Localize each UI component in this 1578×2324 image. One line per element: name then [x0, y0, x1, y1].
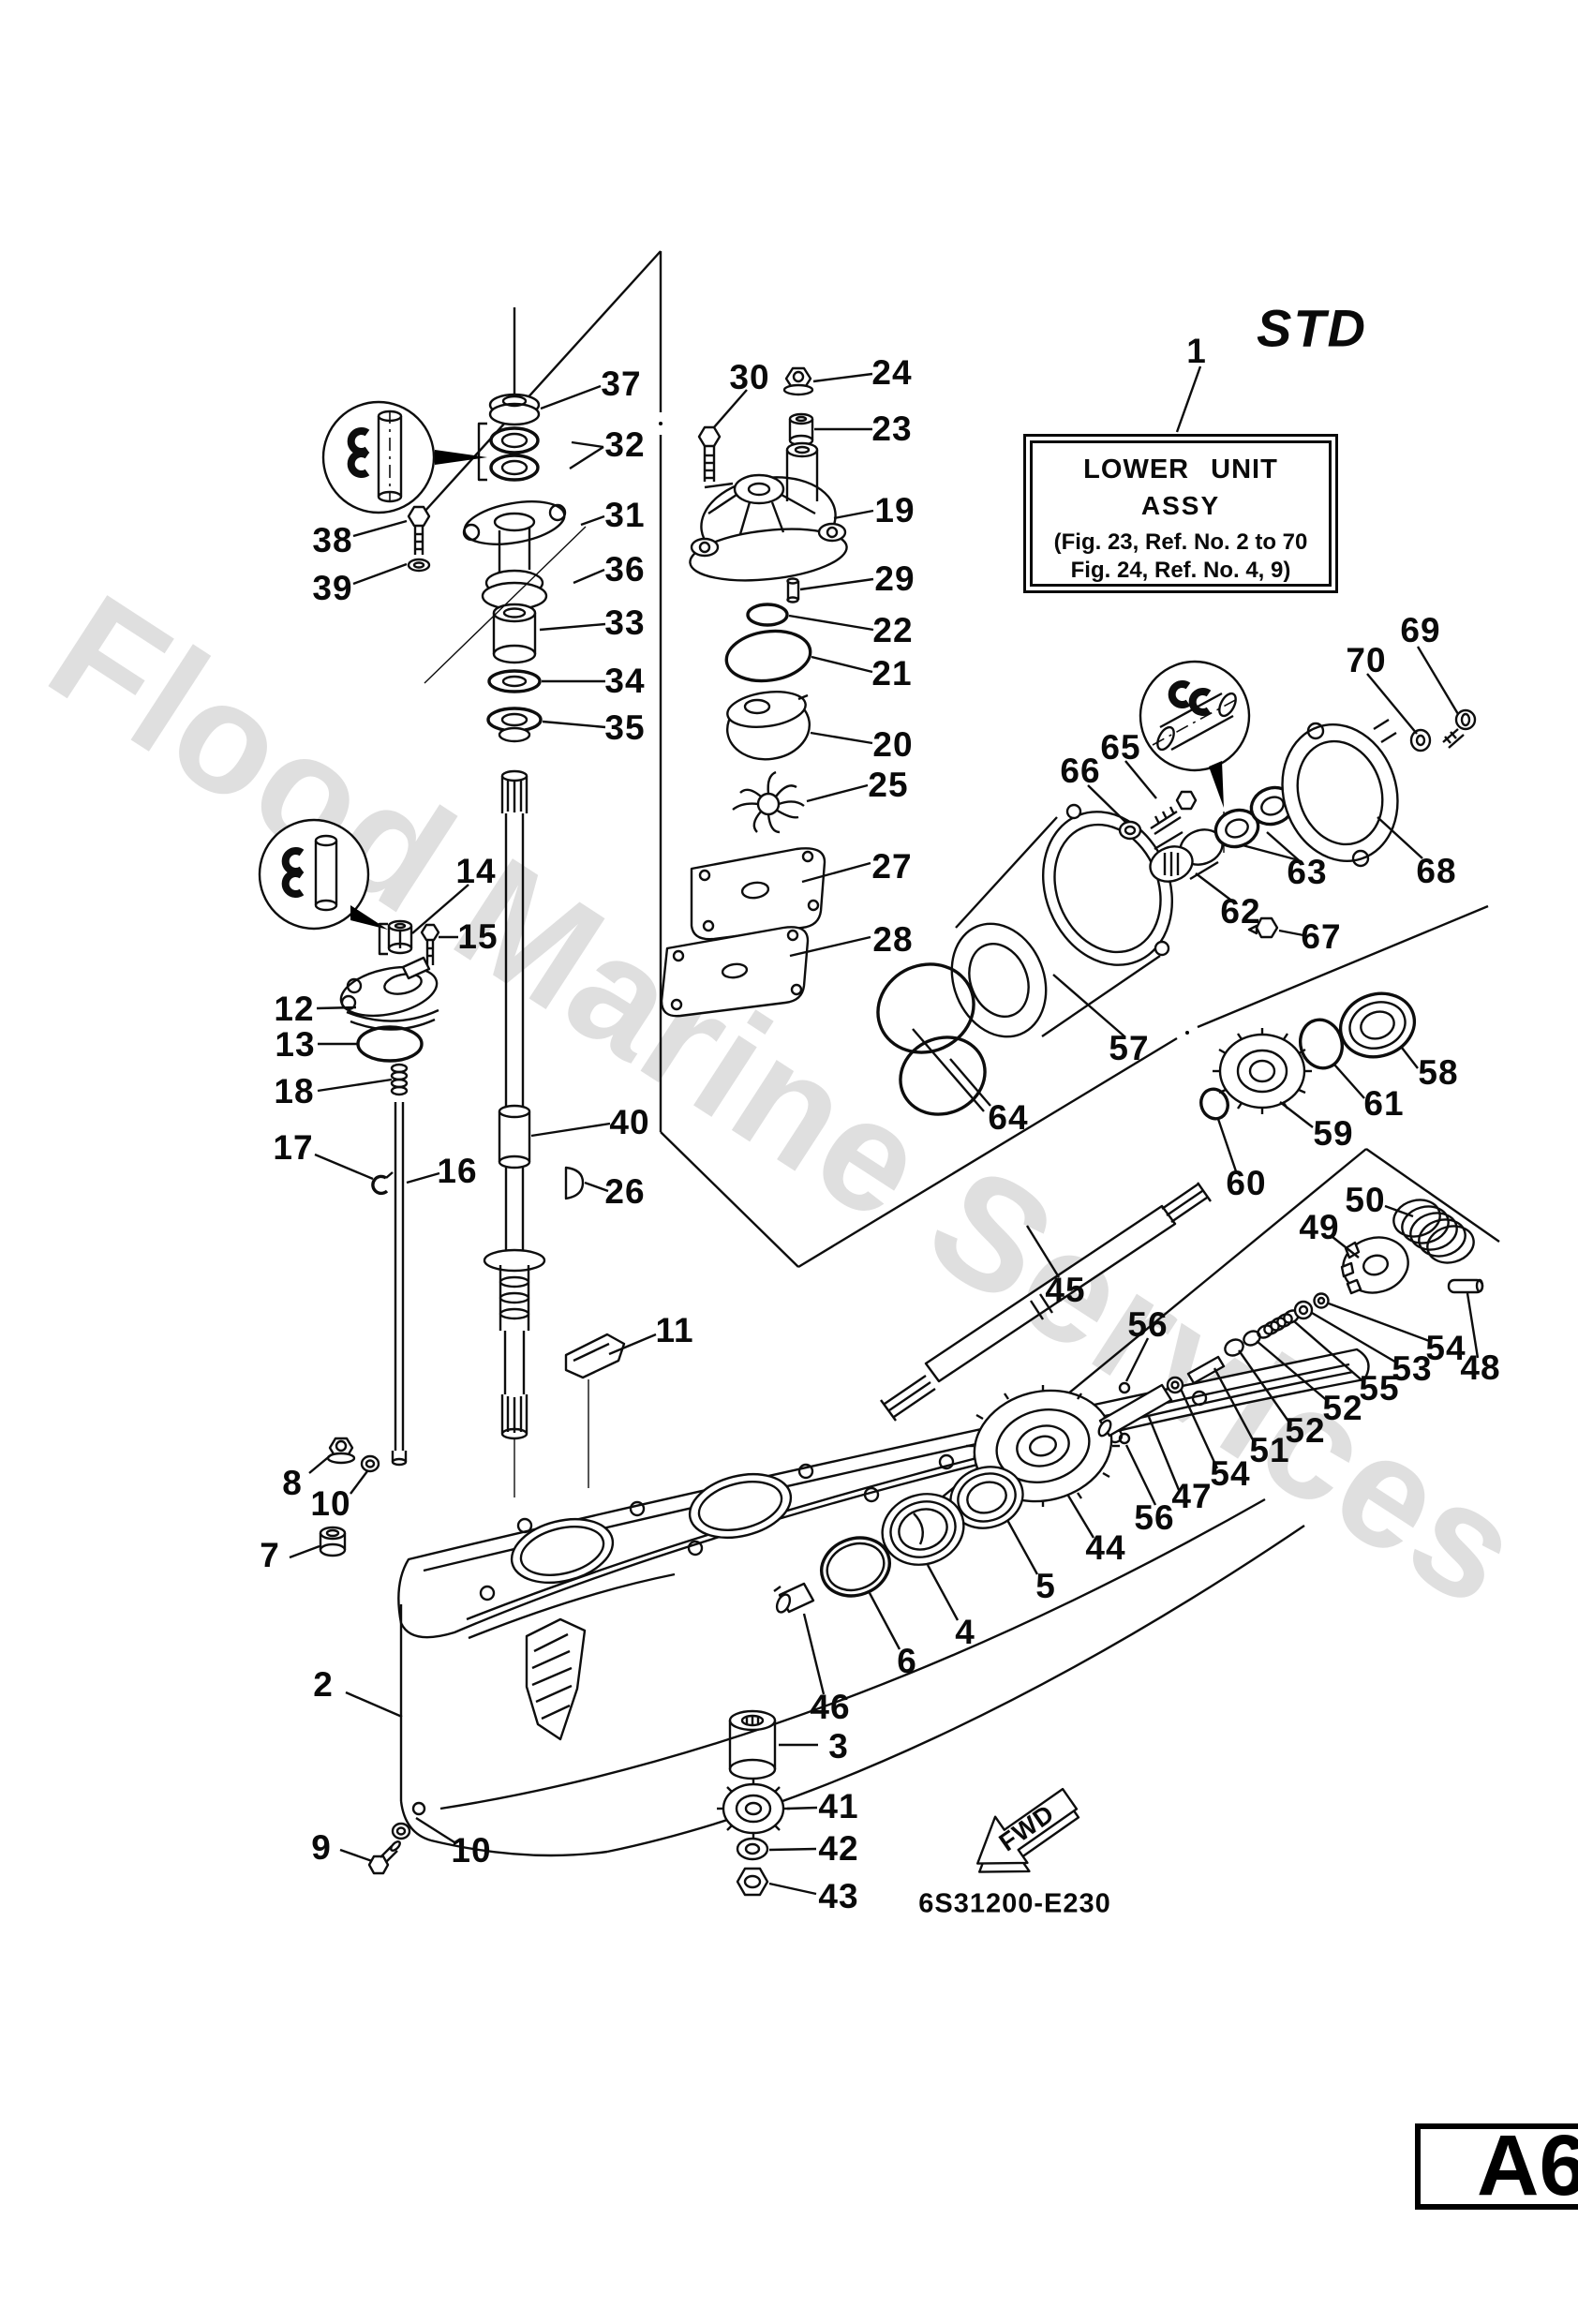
fwd-arrow: [976, 1787, 1080, 1873]
callout-47: 47: [1171, 1477, 1213, 1515]
lower-hardware: [319, 1333, 626, 1875]
callout-70: 70: [1346, 641, 1387, 679]
callout-2: 2: [313, 1665, 334, 1704]
callout-1: 1: [1186, 332, 1207, 370]
callout-25: 25: [868, 766, 909, 804]
leader-lines: [289, 365, 1480, 1896]
callout-38: 38: [312, 521, 353, 559]
callout-48: 48: [1460, 1348, 1501, 1387]
callout-56: 56: [1134, 1498, 1175, 1537]
callout-3: 3: [828, 1727, 849, 1765]
callout-31: 31: [604, 496, 646, 534]
callout-20: 20: [872, 725, 914, 764]
callout-12: 12: [274, 990, 315, 1028]
page-index-label: A6: [1477, 2118, 1578, 2213]
callout-54: 54: [1425, 1329, 1466, 1367]
assembly-reference-box-inner: LOWER UNIT ASSY (Fig. 23, Ref. No. 2 to …: [1030, 440, 1332, 587]
callout-27: 27: [871, 847, 913, 886]
callout-36: 36: [604, 550, 646, 588]
callout-53: 53: [1392, 1349, 1433, 1388]
callout-14: 14: [455, 852, 497, 890]
callout-18: 18: [274, 1072, 315, 1110]
callout-28: 28: [872, 920, 914, 959]
callout-26: 26: [604, 1172, 646, 1211]
callout-58: 58: [1418, 1053, 1459, 1092]
callout-65: 65: [1100, 728, 1141, 767]
variant-label: STD: [1257, 298, 1367, 358]
callout-49: 49: [1299, 1208, 1340, 1246]
callout-21: 21: [871, 654, 913, 693]
callout-69: 69: [1400, 611, 1441, 649]
callout-43: 43: [818, 1877, 859, 1915]
callout-67: 67: [1301, 917, 1342, 956]
callout-44: 44: [1085, 1528, 1126, 1567]
page-index-box: A6: [1415, 2123, 1578, 2210]
callout-45: 45: [1045, 1271, 1086, 1309]
magnifier-driveshaft-top: [321, 400, 487, 514]
callout-15: 15: [457, 917, 499, 956]
callout-7: 7: [260, 1536, 280, 1574]
callout-13: 13: [275, 1025, 316, 1064]
callout-68: 68: [1416, 852, 1457, 890]
driveshaft-column: [407, 307, 587, 1497]
callout-30: 30: [729, 358, 770, 396]
assembly-reference-box: LOWER UNIT ASSY (Fig. 23, Ref. No. 2 to …: [1023, 434, 1338, 593]
callout-29: 29: [874, 559, 916, 598]
callout-62: 62: [1220, 892, 1261, 931]
callout-40: 40: [609, 1103, 650, 1141]
callout-39: 39: [312, 569, 353, 607]
magnifier-bearing-carrier: [1139, 660, 1251, 853]
prop-shaft-group: [717, 991, 1417, 1897]
callout-19: 19: [874, 491, 916, 529]
callout-59: 59: [1313, 1114, 1354, 1153]
callout-37: 37: [601, 365, 642, 403]
diagram-code: 6S31200-E230: [918, 1888, 1111, 1919]
callout-23: 23: [871, 410, 913, 448]
assembly-title-line2: ASSY: [1140, 491, 1221, 520]
callout-64: 64: [988, 1098, 1029, 1137]
callout-8: 8: [282, 1464, 303, 1502]
callout-56: 56: [1127, 1305, 1169, 1344]
water-pump-group: [660, 366, 848, 1018]
callout-57: 57: [1109, 1029, 1150, 1067]
callout-17: 17: [273, 1128, 314, 1167]
callout-10: 10: [310, 1484, 351, 1523]
assembly-ref-line1: (Fig. 23, Ref. No. 2 to 70: [1053, 529, 1308, 555]
callout-61: 61: [1363, 1084, 1405, 1123]
callout-54: 54: [1210, 1454, 1251, 1493]
callout-51: 51: [1249, 1431, 1290, 1469]
callout-11: 11: [655, 1311, 694, 1349]
bearing-carrier-group: [876, 708, 1477, 1116]
callout-35: 35: [604, 708, 646, 747]
callout-55: 55: [1359, 1369, 1400, 1408]
callout-16: 16: [437, 1152, 478, 1190]
callout-22: 22: [872, 611, 914, 649]
shift-plunger-parts: [1097, 1199, 1484, 1445]
callout-52: 52: [1285, 1411, 1326, 1450]
callout-10: 10: [451, 1831, 492, 1870]
callout-63: 63: [1287, 853, 1328, 891]
callout-42: 42: [818, 1829, 859, 1868]
callout-33: 33: [604, 603, 646, 642]
callout-41: 41: [818, 1787, 859, 1825]
assembly-ref-line2: Fig. 24, Ref. No. 4, 9): [1070, 558, 1291, 583]
callout-9: 9: [311, 1828, 332, 1867]
callout-50: 50: [1345, 1181, 1386, 1219]
callout-52: 52: [1322, 1389, 1363, 1427]
callout-60: 60: [1226, 1164, 1267, 1202]
callout-66: 66: [1060, 752, 1101, 790]
callout-24: 24: [871, 353, 913, 392]
callout-4: 4: [955, 1613, 975, 1651]
callout-34: 34: [604, 662, 646, 700]
callout-46: 46: [810, 1688, 851, 1726]
callout-32: 32: [604, 425, 646, 464]
assembly-title-line1: LOWER UNIT: [1083, 454, 1278, 484]
callout-6: 6: [897, 1642, 917, 1680]
callout-5: 5: [1035, 1567, 1056, 1605]
magnifier-shift-rod: [258, 818, 388, 956]
